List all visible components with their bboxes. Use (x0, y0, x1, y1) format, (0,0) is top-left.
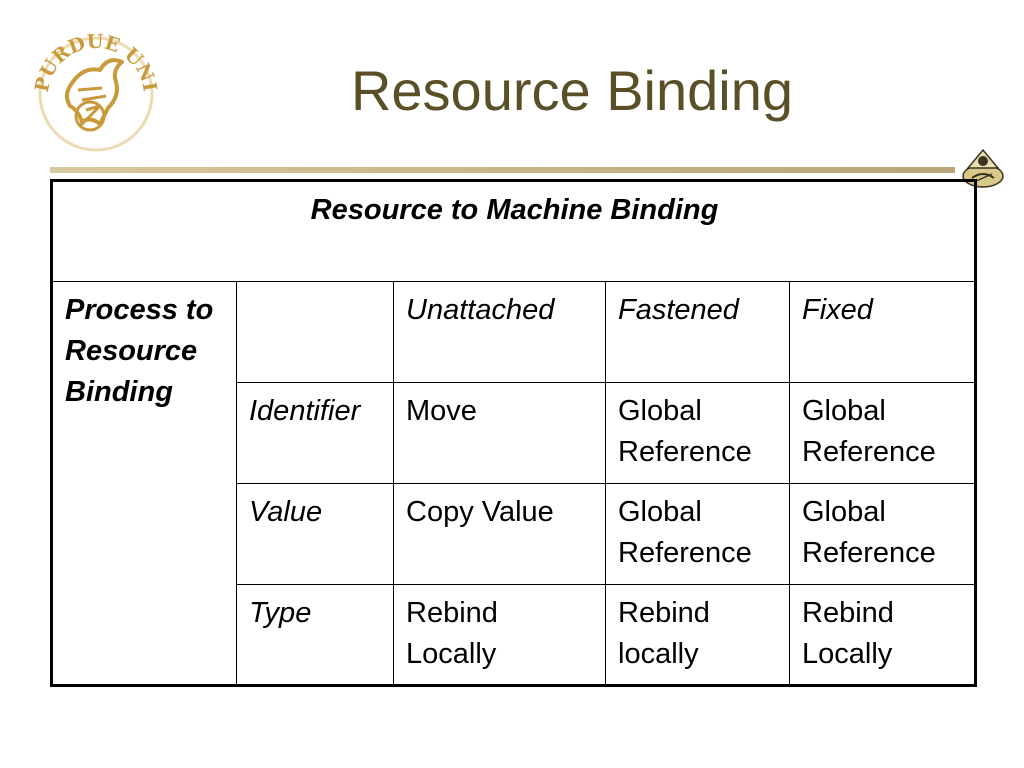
table-cell: Global Reference (788, 382, 977, 484)
table-row: Identifier Move Global Reference Global … (52, 382, 977, 484)
table-cell: Global Reference (788, 483, 977, 585)
row-label-value: Value (236, 483, 394, 585)
table-cell: Global Reference (605, 483, 790, 585)
binding-table: Resource to Machine Binding Process to R… (50, 179, 978, 687)
table-cell: Rebind Locally (393, 584, 606, 686)
slide-title: Resource Binding (350, 59, 794, 122)
purdue-university-seal-icon: PURDUE UNIVERSITY (30, 26, 161, 152)
title-divider (50, 167, 955, 173)
table-cell: Move (393, 382, 606, 484)
table-row: Type Rebind Locally Rebind locally Rebin… (52, 584, 977, 686)
table-cell: Rebind locally (605, 584, 790, 686)
column-header-empty (236, 281, 394, 383)
row-label-identifier: Identifier (236, 382, 394, 484)
table-cell: Rebind Locally (788, 584, 977, 686)
table-header-row: Process to Resource Binding Unattached F… (51, 281, 977, 686)
table-cell: Copy Value (393, 483, 606, 585)
svg-text:PURDUE UNIVERSITY: PURDUE UNIVERSITY (30, 26, 161, 94)
row-label-type: Type (236, 584, 394, 686)
process-binding-header: Process to Resource Binding (51, 281, 237, 686)
table-row: Value Copy Value Global Reference Global… (52, 483, 977, 585)
column-header-fixed: Fixed (788, 281, 977, 383)
machine-binding-header: Resource to Machine Binding (50, 180, 977, 282)
column-header-fastened: Fastened (605, 281, 790, 383)
table-cell: Global Reference (605, 382, 790, 484)
column-header-unattached: Unattached (393, 281, 606, 383)
